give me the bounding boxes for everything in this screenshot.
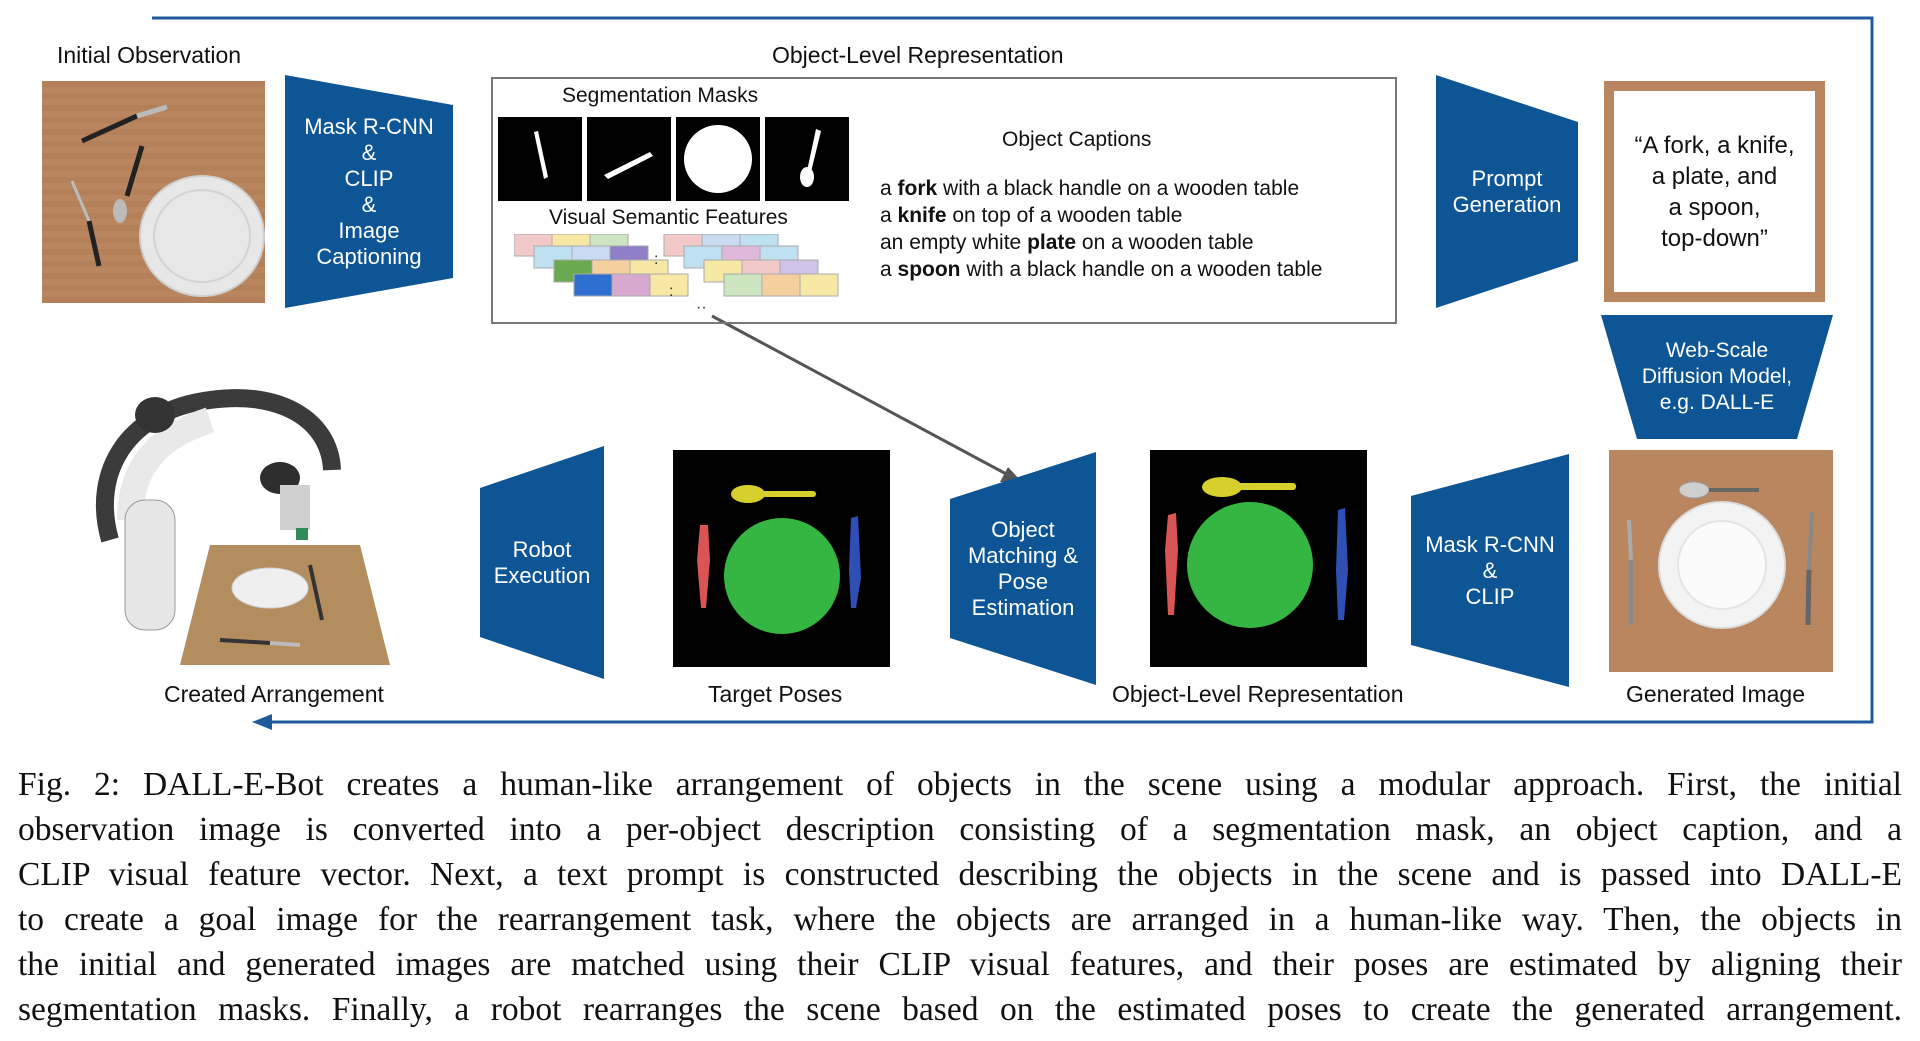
svg-text::: : xyxy=(654,251,658,268)
robot-image xyxy=(95,389,390,665)
prompt-generation-label: Prompt Generation xyxy=(1452,165,1562,217)
object-caption-line: a spoon with a black handle on a wooden … xyxy=(880,258,1323,281)
caption-line: observation image is converted into a pe… xyxy=(18,811,1902,848)
robot-execution-shape xyxy=(480,446,604,679)
segmentation-masks-label: Segmentation Masks xyxy=(562,84,759,107)
caption-line: CLIP visual feature vector. Next, a text… xyxy=(18,856,1902,893)
mask-rcnn-clip-shape xyxy=(1411,454,1569,687)
generated-image-label: Generated Image xyxy=(1626,681,1806,707)
object-matching-label: Object Matching & Pose Estimation xyxy=(967,516,1079,620)
figure-caption: Fig. 2: DALL-E-Bot creates a human-like … xyxy=(18,762,1902,1032)
initial-observation-image xyxy=(42,81,265,303)
diffusion-model-label: Web-Scale Diffusion Model, e.g. DALL-E xyxy=(1641,339,1793,414)
svg-text::: : xyxy=(669,283,673,300)
object-caption-line: a fork with a black handle on a wooden t… xyxy=(880,177,1300,200)
initial-observation-label: Initial Observation xyxy=(57,42,242,68)
target-poses-label: Target Poses xyxy=(708,681,843,707)
target-poses-image xyxy=(673,450,890,667)
segmentation-mask-tiles xyxy=(498,117,849,201)
robot-execution-label: Robot Execution xyxy=(493,536,591,588)
prompt-inner xyxy=(1614,91,1815,292)
object-level-representation-top-label: Object-Level Representation xyxy=(772,42,1064,68)
feature-vectors: : : ·· xyxy=(514,234,839,316)
prompt-generation-shape xyxy=(1436,75,1578,308)
object-level-representation-image xyxy=(1150,450,1367,667)
object-level-box xyxy=(491,77,1397,324)
mask-rcnn-clip-label: Mask R-CNN & CLIP xyxy=(1425,531,1555,609)
caption-line: to create a goal image for the rearrange… xyxy=(18,901,1902,938)
prompt-text: “A fork, a knife, a plate, and a spoon, … xyxy=(1634,131,1795,252)
generated-image xyxy=(1609,450,1833,672)
created-arrangement-label: Created Arrangement xyxy=(164,681,384,707)
svg-text:··: ·· xyxy=(696,299,707,316)
diffusion-model-shape xyxy=(1601,315,1833,439)
captioning-block-label: Mask R-CNN & CLIP & Image Captioning xyxy=(304,113,434,269)
caption-line: the initial and generated images are mat… xyxy=(18,946,1902,983)
object-matching-shape xyxy=(950,452,1096,685)
object-level-representation-bottom-label: Object-Level Representation xyxy=(1112,681,1404,707)
object-caption-line: a knife on top of a wooden table xyxy=(880,204,1183,227)
object-captions-title: Object Captions xyxy=(1002,128,1152,151)
object-caption-line: an empty white plate on a wooden table xyxy=(880,231,1254,254)
visual-semantic-features-label: Visual Semantic Features xyxy=(549,206,788,229)
caption-line: segmentation masks. Finally, a robot rea… xyxy=(18,991,1902,1028)
caption-line: Fig. 2: DALL-E-Bot creates a human-like … xyxy=(18,766,1902,803)
captioning-block-shape xyxy=(285,75,453,308)
